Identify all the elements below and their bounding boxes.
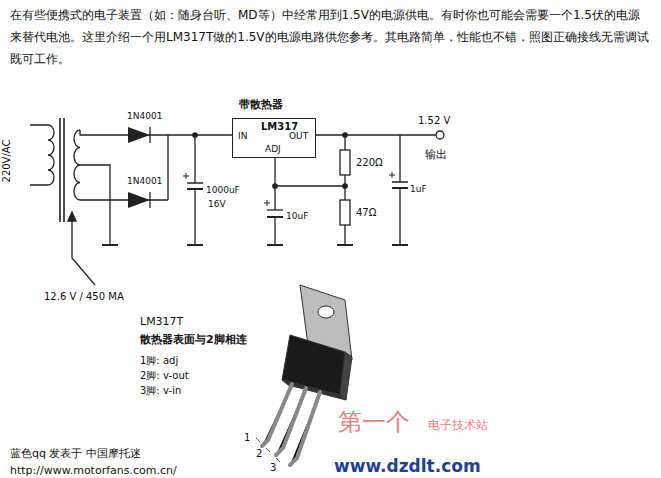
capacitor-label: 1000uF: [206, 185, 240, 196]
output-label: 输出: [425, 148, 447, 161]
capacitor-label: 1uF: [410, 184, 427, 195]
pin-name: 2脚: v-out: [140, 370, 189, 382]
diode-label: 1N4001: [127, 111, 162, 122]
capacitor-label: 10uF: [286, 211, 308, 222]
pin-number: 1: [244, 432, 250, 444]
pin-label: OUT: [289, 132, 308, 142]
pin-name: 3脚: v-in: [140, 385, 181, 397]
pin-number: 3: [270, 462, 276, 474]
watermark: 电子技术站: [428, 418, 488, 432]
diode-label: 1N4001: [127, 176, 162, 187]
regulator-box: 带散热器LM317INOUTADJ: [232, 118, 316, 158]
note: 散热器表面与2脚相连: [140, 333, 247, 346]
heatsink-note: 带散热器: [239, 99, 283, 111]
resistor-label: 220Ω: [356, 157, 383, 169]
pin-label: IN: [238, 132, 247, 142]
watermark: 第一个: [338, 408, 410, 437]
transformer-rating: 12.6 V / 450 MA: [44, 291, 124, 303]
credit: 蓝色qq 发表于 中国摩托迷: [10, 447, 141, 460]
voltage-label: 220V/AC: [1, 140, 13, 183]
pin-name: 1脚: adj: [140, 355, 178, 367]
part-name: LM317T: [140, 315, 183, 328]
resistor-label: 47Ω: [356, 207, 376, 219]
source-url: http://www.motorfans.com.cn/: [10, 464, 177, 477]
pin-label: ADJ: [265, 145, 281, 155]
intro-paragraph: 在有些便携式的电子装置（如：随身台听、MD等）中经常用到1.5V的电源供电。有时…: [10, 4, 650, 70]
chip-name: LM317: [261, 121, 298, 132]
capacitor-label: 16V: [208, 199, 226, 210]
pin-number: 2: [256, 448, 262, 460]
output-voltage: 1.52 V: [418, 115, 450, 127]
watermark: www.dzdlt.com: [334, 456, 481, 476]
